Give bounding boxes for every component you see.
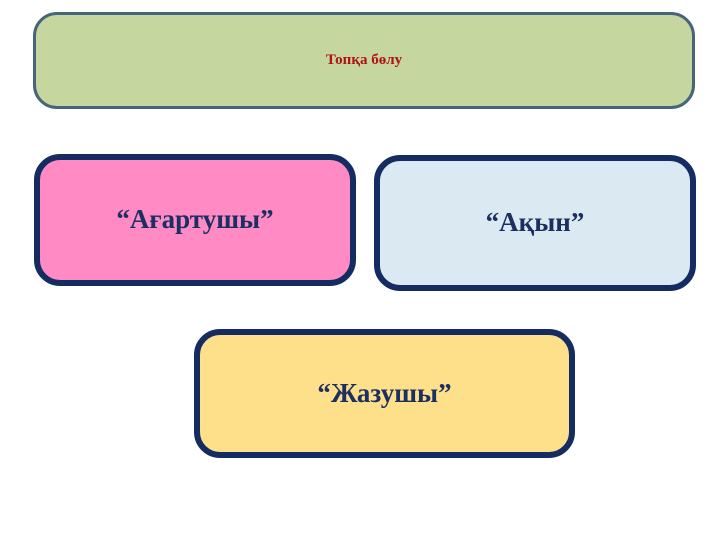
group-label-zhazushy: “Жазушы”: [317, 377, 452, 408]
group-label-akyn: “Ақын”: [485, 207, 585, 238]
group-box-zhazushy[interactable]: “Жазушы”: [194, 329, 575, 458]
group-box-akyn[interactable]: “Ақын”: [374, 155, 696, 291]
group-label-agartushy: “Ағартушы”: [116, 204, 274, 235]
group-box-agartushy[interactable]: “Ағартушы”: [34, 154, 356, 286]
slide-title: Топқа бөлу: [325, 52, 403, 69]
title-banner: Топқа бөлу: [33, 12, 695, 109]
